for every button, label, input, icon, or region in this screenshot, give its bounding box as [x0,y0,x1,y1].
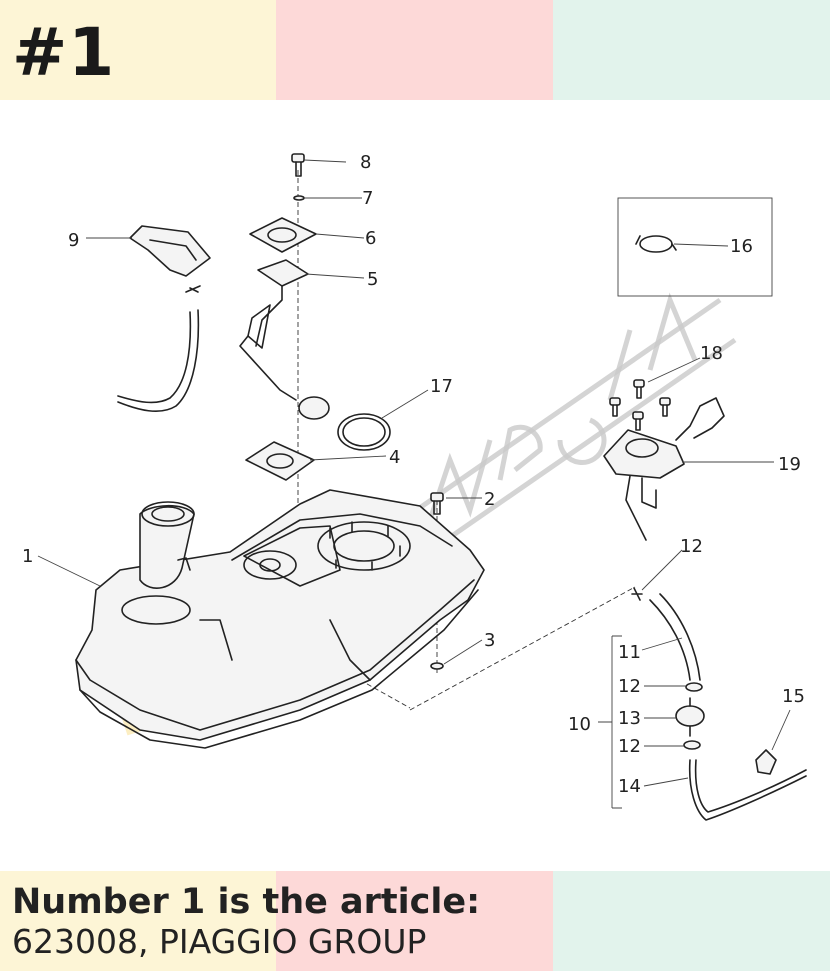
band-segment-mint [553,871,830,971]
part-15-clamp [755,749,777,775]
callout-13: 13 [618,708,641,729]
part-3-nut [430,662,444,670]
band-segment-pink [276,0,553,100]
caption-reference: 623008, PIAGGIO GROUP [12,922,427,961]
callout-10: 10 [568,714,591,735]
part-16-clamp [635,235,677,253]
callout-19: 19 [778,454,801,475]
part-7-washer [293,195,305,201]
callout-5: 5 [367,269,378,290]
callout-15: 15 [782,686,805,707]
header-band [0,0,830,100]
band-segment-pink [276,871,553,971]
callout-9: 9 [68,230,79,251]
part-16-inset-box [617,197,773,297]
part-19-fuel-pump [603,397,725,541]
leader-lines [37,159,791,809]
assembly-line [359,679,411,709]
part-18-screws [609,379,671,431]
part-14-hose [688,759,807,821]
callout-14: 14 [618,776,641,797]
callout-11: 11 [618,642,641,663]
page-number: #1 [12,14,116,91]
part-6-gasket [249,217,317,253]
callout-3: 3 [484,630,495,651]
callout-18: 18 [700,343,723,364]
caption-title: Number 1 is the article: [12,882,481,922]
band-segment-mint [553,0,830,100]
part-12-clip-lower [683,740,701,750]
part-9-bracket [129,225,211,293]
assembly-line [409,586,636,711]
callout-16: 16 [730,236,753,257]
caption-band [0,871,830,971]
part-12-clip-top [631,587,643,601]
exploded-parts-diagram: 1 2 3 4 5 6 7 8 9 10 11 12 12 12 13 14 1… [22,152,807,821]
part-5-float-sender [239,259,330,420]
part-13-check-valve [675,697,705,737]
callout-12-upper: 12 [618,676,641,697]
callout-labels: 1 2 3 4 5 6 7 8 9 10 11 12 12 12 13 14 1… [22,152,805,797]
callout-8: 8 [360,152,371,173]
part-11-hose [649,593,701,681]
band-segment-yellow [0,871,276,971]
part-2-screw [430,492,444,515]
callout-6: 6 [365,228,376,249]
callout-2: 2 [484,489,495,510]
callout-12-top: 12 [680,536,703,557]
part-8-screw [291,153,305,177]
part-12-clip-upper [685,682,703,692]
part-4-flange [245,441,315,481]
part-1-fuel-tank [75,489,485,749]
band-segment-yellow [0,0,276,100]
callout-4: 4 [389,447,400,468]
part-17-o-ring [337,413,391,451]
callout-12-lower: 12 [618,736,641,757]
callout-1: 1 [22,546,33,567]
breather-hose [117,309,200,413]
callout-7: 7 [362,188,373,209]
callout-17: 17 [430,376,453,397]
